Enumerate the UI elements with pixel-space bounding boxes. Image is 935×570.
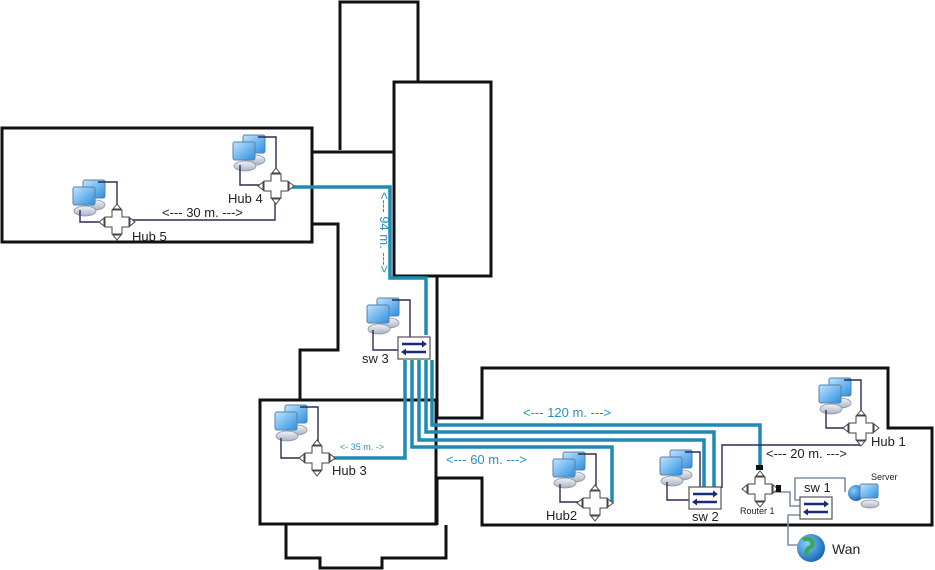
hub-icon[interactable] (98, 203, 136, 241)
cable-sw3-hub3 (322, 360, 407, 460)
hub5-label: Hub 5 (132, 229, 167, 244)
sw1-label: sw 1 (804, 480, 831, 495)
distance-label-20m: <--- 20 m. ---> (766, 446, 847, 461)
hub-icon[interactable] (298, 439, 336, 477)
pc-link (666, 482, 689, 501)
computer-icon[interactable] (818, 377, 852, 415)
sw2-group: sw 2 (659, 449, 723, 524)
pc-link (239, 165, 262, 186)
router1-label: Router 1 (740, 506, 775, 516)
computer-icon[interactable] (274, 404, 308, 442)
router-port (756, 465, 763, 470)
link-sw1-server (794, 477, 846, 501)
server-label: Server (871, 472, 898, 482)
computer-icon[interactable] (552, 451, 586, 489)
computer-icon[interactable] (232, 134, 266, 172)
distance-label-35m: <- 35 m. -> (340, 442, 384, 452)
hub3-group: Hub 3 (274, 404, 367, 478)
pc-link (578, 453, 597, 490)
switch-icon[interactable] (687, 485, 723, 511)
pc-link (559, 484, 580, 503)
wall-room-west (0, 126, 314, 244)
cable-sw3-sw2-a (417, 360, 706, 488)
hub1-group: Hub 1 (818, 377, 906, 449)
pc-link (98, 181, 118, 210)
cable-sw3-hub4 (290, 185, 428, 335)
pc-link (372, 330, 398, 351)
link-hub5-hub4 (132, 200, 276, 221)
wall-room-hub3 (258, 398, 438, 526)
hub5-group: Hub 5 (72, 179, 167, 244)
pc-link (258, 136, 277, 170)
wan-group: Wan (797, 534, 860, 562)
wall-room-south (284, 524, 448, 570)
router-port (776, 485, 781, 492)
hub3-label: Hub 3 (332, 463, 367, 478)
hub-icon[interactable] (576, 484, 614, 522)
computer-icon[interactable] (72, 179, 106, 217)
switch-icon[interactable] (798, 495, 834, 521)
switch-icon[interactable] (396, 335, 432, 361)
router1-group: Router 1 (740, 465, 781, 516)
server-icon[interactable] (859, 483, 879, 499)
sw3-group: sw 3 (362, 297, 432, 366)
pc-link (280, 438, 302, 459)
pc-link (685, 451, 701, 488)
computer-icon[interactable] (366, 297, 400, 335)
hub1-label: Hub 1 (871, 434, 906, 449)
wall-tower-north (338, 0, 420, 150)
distance-label-120m: <--- 120 m. ---> (523, 405, 611, 420)
cables (290, 185, 762, 504)
sw3-label: sw 3 (362, 351, 389, 366)
server-base (860, 499, 880, 509)
router-icon[interactable] (741, 470, 779, 508)
pc-link (825, 410, 846, 429)
hub2-label: Hub2 (546, 508, 577, 523)
pc-link (79, 210, 100, 223)
wall-room-east (435, 276, 934, 527)
sw1-group: sw 1 (798, 480, 834, 521)
pc-link (392, 299, 411, 337)
computer-icon[interactable] (659, 449, 693, 487)
pc-link (844, 379, 862, 412)
wall-room-central (392, 80, 493, 278)
wall-corridor-west (298, 222, 340, 400)
cable-sw3-sw2-b (424, 360, 716, 488)
distance-label-30m: <--- 30 m. ---> (162, 205, 243, 220)
distance-label-94m: <--- 94 m. ---> (377, 192, 392, 273)
pc-link (300, 406, 319, 444)
hub-icon[interactable] (257, 167, 295, 205)
distance-label-60m: <--- 60 m. ---> (446, 452, 527, 467)
server-group: Server (848, 472, 898, 509)
wan-label: Wan (832, 541, 860, 557)
continent-shape (801, 536, 815, 556)
sw2-label: sw 2 (692, 509, 719, 524)
hub2-group: Hub2 (546, 451, 614, 523)
hub4-label: Hub 4 (228, 191, 263, 206)
hub4-group: Hub 4 (228, 134, 295, 206)
link-sw1-wan (787, 514, 800, 546)
